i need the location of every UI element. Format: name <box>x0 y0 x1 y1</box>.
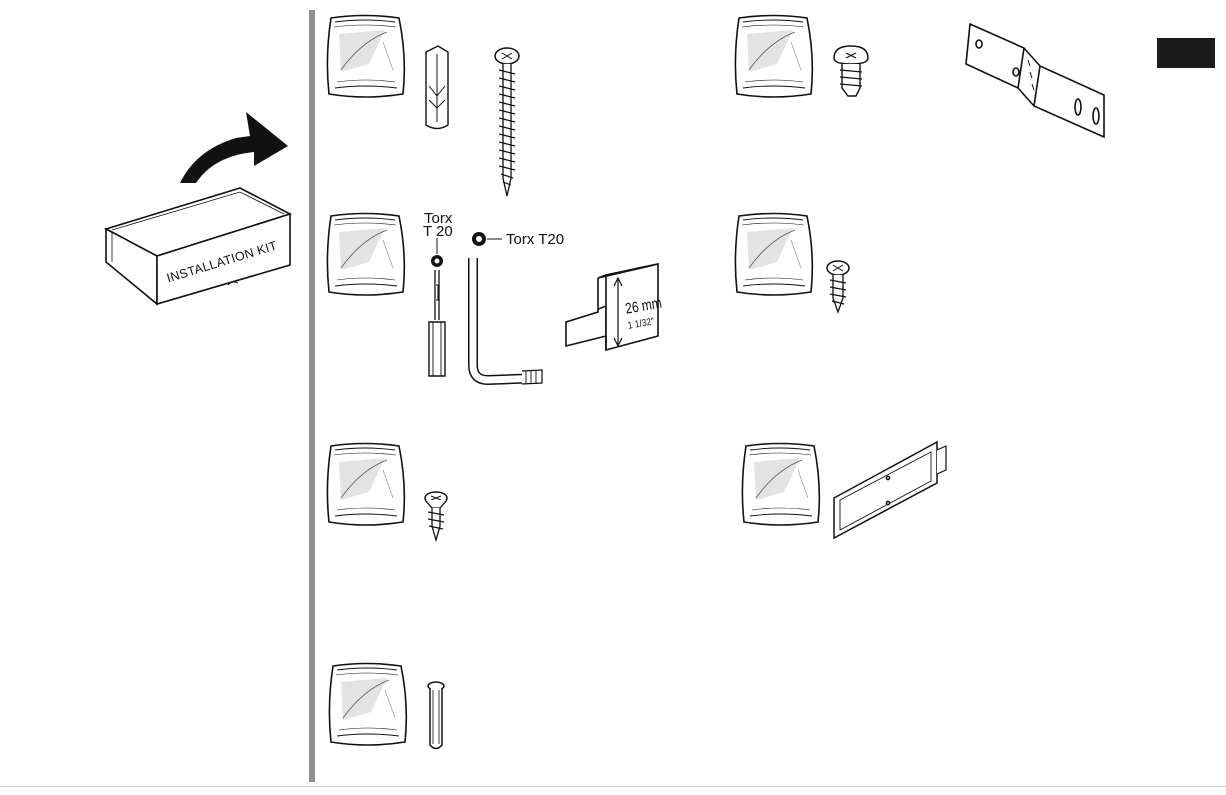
bag-icon <box>327 214 404 296</box>
torx-bit-icon <box>429 238 445 376</box>
bag-icon <box>329 664 406 746</box>
cover-plate-icon <box>834 442 946 538</box>
mounting-bracket-icon <box>966 24 1104 137</box>
anchor-pin-icon <box>428 682 444 749</box>
wood-screw-icon <box>425 492 447 540</box>
bag-icon <box>327 16 404 98</box>
arrow-icon <box>180 112 288 183</box>
wall-plug-icon <box>426 46 448 129</box>
bag-icon <box>735 214 812 296</box>
page-bottom-rule <box>0 786 1226 787</box>
bag-icon <box>742 444 819 526</box>
column-divider <box>309 10 315 782</box>
bag-icon <box>735 16 812 98</box>
long-screw-icon <box>495 48 519 196</box>
section-tab <box>1157 38 1215 68</box>
bag-icon <box>327 444 404 526</box>
machine-screw-icon <box>834 46 868 96</box>
torx-key-icon <box>472 232 542 384</box>
torx-key-label: Torx T20 <box>506 232 564 247</box>
tapping-screw-icon <box>827 261 849 312</box>
torx-bit-label-line2: T 20 <box>423 224 453 239</box>
